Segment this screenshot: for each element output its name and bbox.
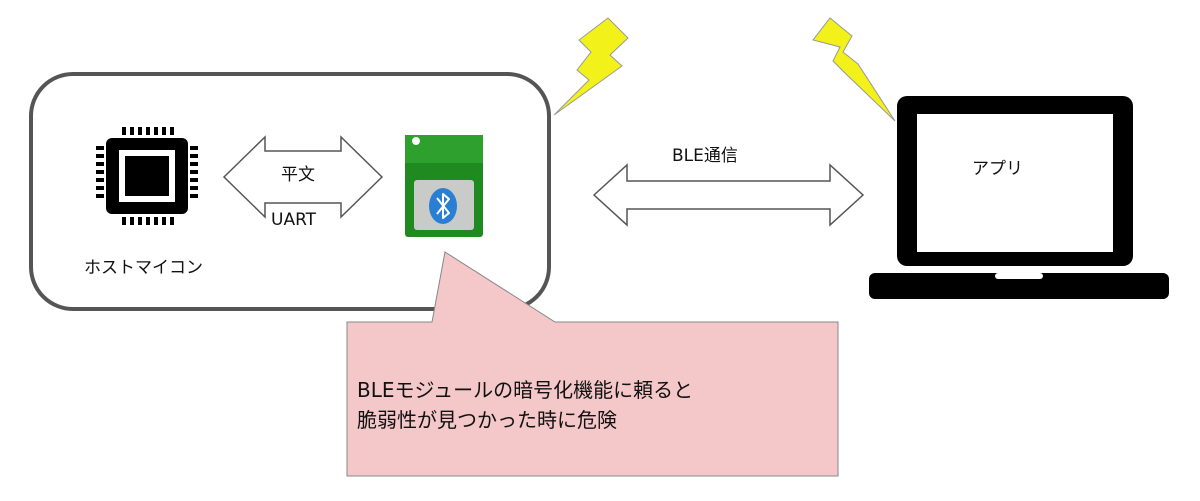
- laptop-icon: [869, 96, 1169, 299]
- callout-text: BLEモジュールの暗号化機能に頼ると 脆弱性が見つかった時に危険: [357, 375, 693, 435]
- ble-double-arrow: [592, 163, 865, 227]
- callout-box: [346, 251, 839, 477]
- chip-icon: [96, 127, 198, 225]
- uart-label: UART: [271, 210, 317, 230]
- host-mcu-label: ホストマイコン: [84, 258, 203, 278]
- bluetooth-icon: [429, 188, 457, 224]
- ble-module-icon: [405, 135, 483, 237]
- lightning-icon: [812, 17, 896, 122]
- ble-comm-label: BLE通信: [672, 146, 738, 166]
- callout-line-1: BLEモジュールの暗号化機能に頼ると: [357, 378, 694, 402]
- lightning-icon: [553, 17, 629, 116]
- callout-line-2: 脆弱性が見つかった時に危険: [357, 408, 617, 432]
- uart-double-arrow: [222, 135, 384, 219]
- app-label: アプリ: [972, 159, 1023, 179]
- plaintext-label: 平文: [281, 165, 315, 185]
